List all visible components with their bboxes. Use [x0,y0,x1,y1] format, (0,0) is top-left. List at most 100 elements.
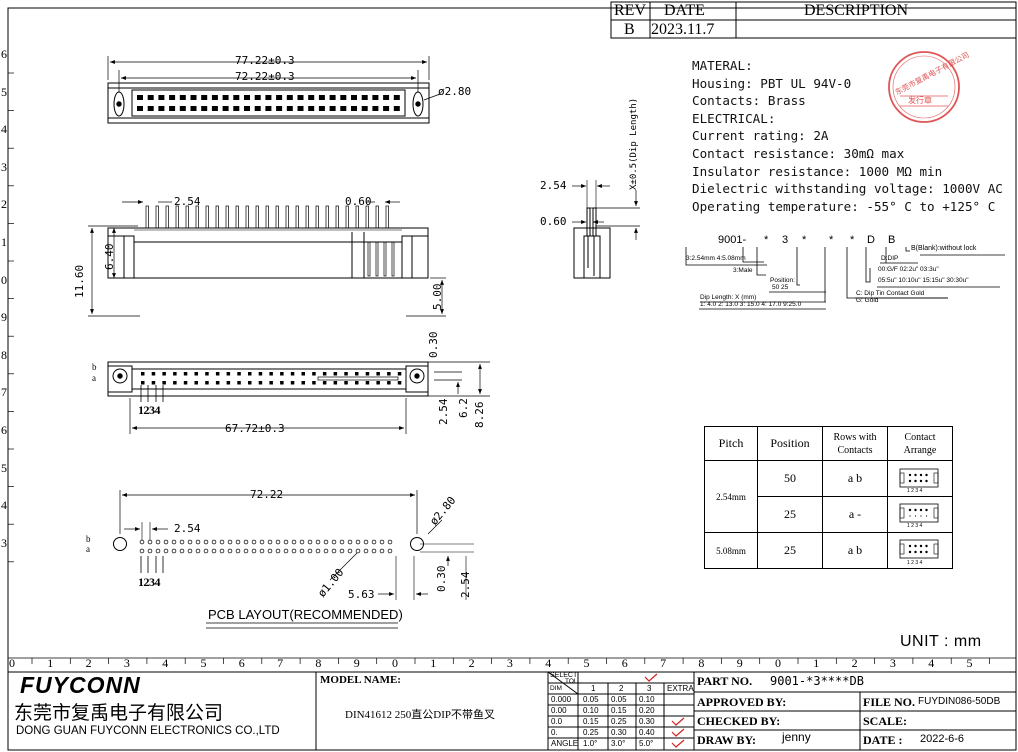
pin-number-leaders [140,385,164,573]
pcb-hole-b [243,539,249,545]
pcb-hole-b [227,539,233,545]
company-name-en: DONG GUAN FUYCONN ELECTRONICS CO.,LTD [16,725,280,737]
ruler-label: 9 [1,310,7,325]
top-pin [147,106,154,111]
pcb-hole-a [347,548,353,554]
bottom-pin-b [397,372,402,376]
ruler-label: 8 [315,656,322,670]
description-header: DESCRIPTION [804,2,909,19]
ruler-label: 0 [9,656,15,670]
bottom-pin-b [301,372,305,376]
tol-value: 0.05 [583,695,599,704]
dim-side-pin: 0.60 [540,215,567,228]
top-pin [158,95,165,100]
pcb-hole-a [299,548,305,554]
note-dip-title: Dip Length: X (mm) [700,294,757,301]
pcb-hole-a [211,548,217,554]
pcb-hole-a [363,548,369,554]
ruler-label: 1 [47,656,54,670]
ruler-label: 5 [200,656,207,670]
approved-label: APPROVED BY: [697,695,787,709]
bottom-pin-b [290,372,295,376]
ruler-label: 7 [1,385,7,400]
bottom-pin-b [376,372,380,376]
table-header: Contact Arrange [887,426,953,461]
top-pin [211,106,218,111]
top-pin [276,95,283,100]
connector-bottom-view [107,361,490,434]
bottom-pin-a [258,381,263,385]
bottom-pin-a [322,381,327,385]
bottom-pin-a [215,381,220,385]
top-pin [340,106,347,111]
ruler-label: 8 [698,656,705,670]
ruler-label: 9 [736,656,743,670]
top-pin [297,95,304,100]
bottom-pin-b [205,372,209,376]
dim-side-pitch: 2.54 [540,179,567,192]
top-pin [211,95,218,100]
ruler-label: 0 [392,656,398,670]
bottom-pin-b [269,372,273,376]
bottom-pin-a [355,381,359,385]
bottom-pin-a [151,381,156,385]
pcb-hole-b [195,539,201,545]
top-pin [158,106,165,111]
dim-top-overall: 77.22±0.3 [235,54,295,67]
ruler-label: 2 [468,656,475,670]
bottom-pin-a [194,381,198,385]
front-pin [355,205,359,229]
ruler-label: 6 [621,656,628,670]
bottom-pin-a [301,381,305,385]
bottom-pin-b [151,372,156,376]
rev-value: B [624,21,635,38]
ruler-label: 6 [1,423,7,437]
tol-value: 0.05 [611,695,627,704]
bottom-slot [317,376,399,381]
dim-top-inner: 72.22±0.3 [235,70,295,83]
part-code-tree [685,247,1005,310]
pcb-hole-b [251,539,257,545]
pcb-hole-a [387,548,393,554]
tol-value: 1.0° [583,739,598,748]
dim-pcb-span: 72.22 [250,488,284,501]
pcb-hole-a [179,548,185,554]
part-code-field: B [888,234,896,246]
spec-line: Insulator resistance: 1000 MΩ min [692,164,943,179]
top-pin [222,106,229,111]
top-pin [308,95,315,100]
ruler-label: 5 [583,656,590,670]
table-cell-pitch: 5.08mm [704,532,758,569]
dim-pcb-row-pitch: 2.54 [459,571,472,599]
dim-pin-length: 5.00 [431,283,444,311]
date-header: DATE [664,2,705,19]
top-pin [329,95,336,100]
pcb-hole-b [275,539,281,545]
pcb-hole-a [267,548,273,554]
note-gold-thickness-2: 05:5u" 10:10u" 15:15u" 30:30u" [878,277,969,284]
tol-value: 0.25 [611,717,627,726]
pcb-hole-a [379,548,385,554]
part-no-label: PART NO. [697,674,753,688]
tol-value: 0.20 [639,706,655,715]
ruler-label: 6 [238,656,245,670]
top-pin [361,106,368,111]
ruler-label: 0 [775,656,781,670]
front-pin [295,205,299,229]
bottom-pin-a [280,381,284,385]
connector-front-view [88,200,446,317]
ruler-label: 4 [545,656,552,670]
check-mark [644,673,658,682]
top-pin [169,95,176,100]
model-value: DIN41612 250直公DIP不带鱼叉 [345,709,496,721]
unit-label: UNIT : mm [900,633,982,650]
bottom-pin-a [333,381,338,385]
front-pin [225,205,229,229]
row-label-b: b [92,362,97,372]
dim-pitch: 2.54 [174,195,201,208]
pcb-hole-a [227,548,233,554]
table-cell-arrange [887,496,953,533]
pcb-hole-b [371,539,377,545]
scale-label: SCALE: [863,714,908,728]
bottom-pin-a [387,381,391,385]
